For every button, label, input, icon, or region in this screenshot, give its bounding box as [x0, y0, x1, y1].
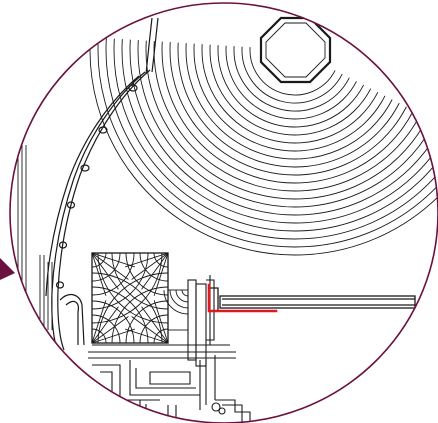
arc-line: [249, 47, 336, 96]
fan-ray: [125, 252, 169, 268]
square-fan-hatch: [91, 252, 189, 344]
arc-line: [113, 38, 438, 232]
fan-arc: [153, 252, 169, 268]
arc-line: [225, 45, 357, 120]
fan-ray: [91, 252, 107, 296]
fan-ray: [153, 300, 169, 344]
fan-arc: [91, 300, 135, 344]
callout-circle: [9, 2, 438, 423]
fan-ray: [91, 300, 107, 344]
fan-arc-small: [163, 289, 189, 315]
fan-arc: [91, 252, 135, 296]
fan-arc: [139, 252, 169, 282]
fan-arc: [91, 252, 107, 268]
arc-line: [201, 44, 379, 144]
fan-arc: [91, 252, 149, 310]
fan-arc: [111, 252, 169, 310]
fan-arc: [97, 272, 169, 344]
arc-line: [129, 39, 438, 216]
fan-ray: [131, 252, 169, 280]
arc-line: [193, 43, 386, 152]
arc-line: [241, 46, 343, 104]
fan-arc: [153, 328, 169, 344]
left-frame-lines: [17, 140, 53, 360]
fan-arc: [125, 300, 169, 344]
fan-ray: [131, 316, 169, 344]
window-frame-profile: [88, 275, 251, 423]
arc-line: [137, 40, 436, 208]
fan-ray: [153, 252, 169, 296]
fan-arc: [91, 328, 107, 344]
arc-line: [97, 37, 438, 248]
arc-line: [153, 41, 422, 192]
arc-line: [121, 39, 438, 224]
arc-line: [233, 46, 350, 112]
arc-line: [169, 42, 407, 176]
fan-arc: [111, 286, 169, 344]
radial-hatch: [89, 37, 438, 256]
fan-arc: [91, 314, 121, 344]
arc-line: [177, 42, 400, 168]
fan-arc: [97, 252, 169, 324]
fan-arc: [139, 314, 169, 344]
horizontal-panel: [210, 287, 416, 312]
fan-arc-small: [169, 289, 189, 309]
fan-arc: [91, 252, 121, 282]
fan-ray: [141, 306, 169, 344]
arc-line: [185, 43, 393, 160]
arc-line: [105, 38, 438, 240]
fan-arc-small: [181, 289, 189, 297]
arc-line: [145, 40, 429, 200]
red-highlight-bracket: [207, 283, 278, 313]
arc-line: [161, 41, 414, 184]
fan-ray: [91, 252, 119, 290]
arc-line: [209, 44, 372, 136]
fan-ray: [141, 252, 169, 290]
arc-line: [217, 45, 365, 128]
curved-seal-profile: [45, 17, 159, 353]
fan-arc: [91, 286, 149, 344]
callout-pointer: [0, 258, 15, 280]
fan-ray: [91, 306, 119, 344]
fan-arc: [125, 252, 169, 296]
fan-ray: [125, 328, 169, 344]
octagon-pipe: [259, 16, 332, 84]
fan-arc-small: [175, 289, 189, 303]
